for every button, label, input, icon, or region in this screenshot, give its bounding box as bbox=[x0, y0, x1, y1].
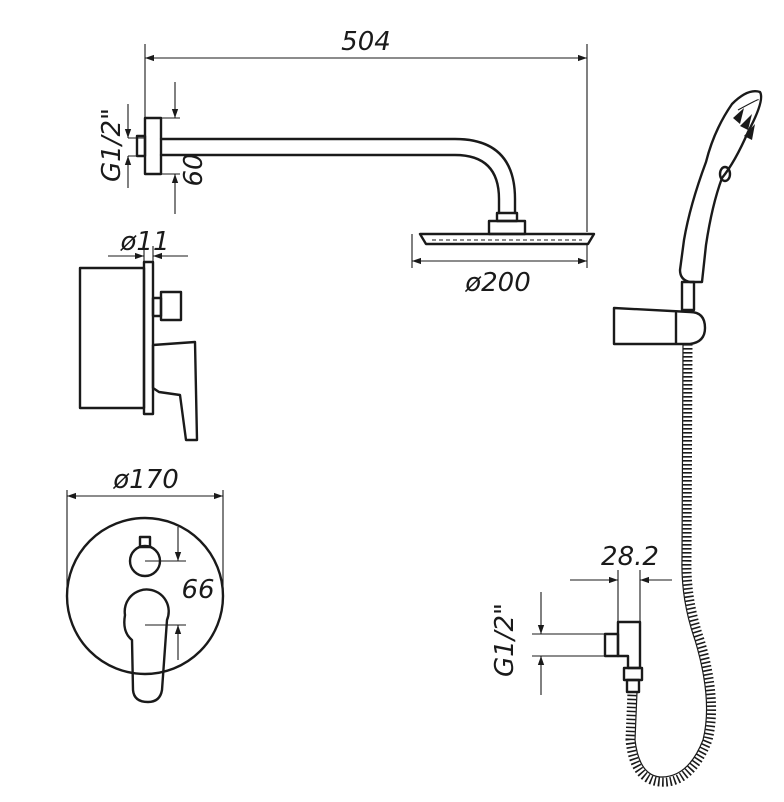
hose-edge bbox=[634, 343, 708, 778]
dim-head-diameter: ø200 bbox=[411, 234, 588, 298]
dim-overall-length: 504 bbox=[144, 27, 588, 232]
mixer-lever-side bbox=[151, 340, 199, 442]
dim-wall-thread-bottom: G1/2" bbox=[490, 592, 605, 695]
dim-arm-height: 60 bbox=[161, 82, 209, 214]
dim-label-60: 60 bbox=[179, 153, 209, 186]
dim-label-o200: ø200 bbox=[464, 268, 531, 298]
outlet-flange-side bbox=[603, 632, 620, 658]
hose-cone bbox=[625, 678, 641, 694]
dim-wall-thread-top: G1/2" bbox=[97, 104, 145, 188]
dim-plate-thickness: ø11 bbox=[108, 227, 188, 262]
dim-label-66: 66 bbox=[181, 575, 214, 605]
shower-arm-pipe bbox=[159, 137, 517, 215]
dim-plate-diameter: ø170 bbox=[66, 465, 224, 596]
dim-label-504: 504 bbox=[341, 27, 391, 57]
shower-hose bbox=[625, 343, 717, 787]
dim-label-28-2: 28.2 bbox=[601, 542, 659, 572]
outlet-elbow bbox=[616, 620, 642, 670]
handset-spray-nozzles bbox=[733, 108, 755, 140]
mixer-body-box bbox=[78, 266, 146, 410]
wall-holder-bracket bbox=[612, 306, 707, 346]
handset-tip bbox=[718, 165, 732, 183]
dim-label-o170: ø170 bbox=[112, 465, 179, 495]
arm-wall-flange bbox=[143, 116, 163, 176]
dim-label-o11: ø11 bbox=[120, 227, 170, 257]
diverter-knob-top bbox=[138, 535, 152, 549]
mixer-front-view bbox=[65, 516, 225, 704]
head-connector bbox=[487, 219, 527, 236]
shower-arm-assembly bbox=[135, 116, 596, 246]
rain-shower-head bbox=[418, 232, 596, 246]
mixer-side-view bbox=[78, 260, 199, 442]
mixer-lever-front bbox=[123, 588, 170, 704]
hand-shower-assembly bbox=[603, 90, 763, 787]
dim-label-g12-top: G1/2" bbox=[97, 108, 127, 182]
dim-outlet-offset: 28.2 bbox=[570, 542, 672, 634]
hose-nut bbox=[622, 666, 644, 682]
handset-face-line bbox=[737, 99, 759, 111]
mixer-cover-plate bbox=[142, 260, 155, 416]
handset-neck bbox=[680, 280, 696, 312]
diverter-knob-side bbox=[159, 290, 183, 322]
arm-thread-stub bbox=[135, 134, 147, 158]
dim-knob-spacing: 66 bbox=[145, 527, 215, 660]
dim-label-g12-bottom: G1/2" bbox=[490, 603, 520, 677]
